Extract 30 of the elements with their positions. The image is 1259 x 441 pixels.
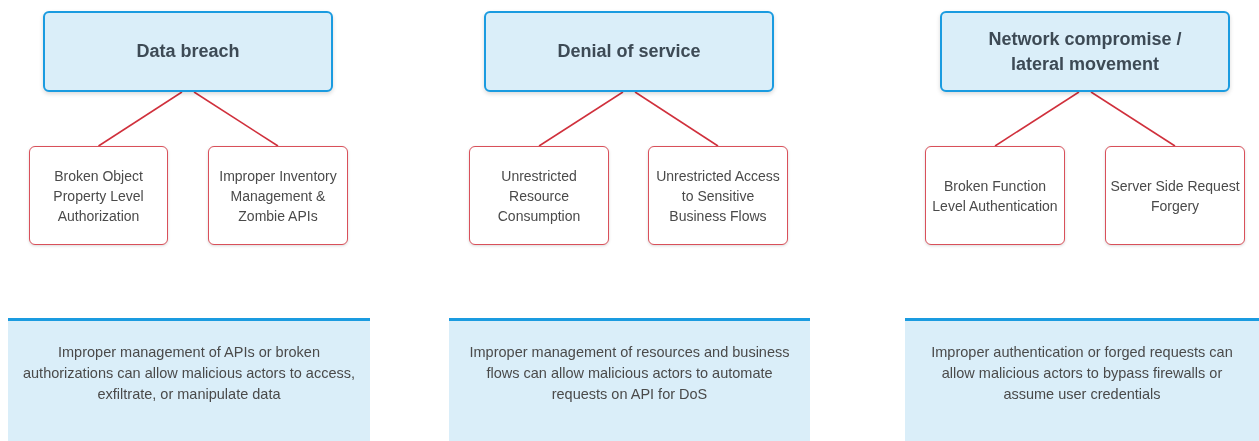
- box-text: Server Side Request Forgery: [1110, 176, 1240, 216]
- box-text: Unrestricted Resource Consumption: [496, 166, 582, 226]
- connector-line: [193, 91, 279, 147]
- category-box: [940, 11, 1230, 92]
- box-text: Improper authentication or forged requests can allow malicious actors to bypass firewalls or assume user credentials: [930, 342, 1234, 404]
- box-text: Improper management of APIs or broken authorizations can allow malicious actors to access, exfiltrate, or manipulate data: [21, 342, 356, 404]
- connector-line: [538, 91, 624, 147]
- connector-line: [97, 91, 183, 147]
- vulnerability-box: [1105, 146, 1245, 245]
- description-panel: [8, 318, 370, 441]
- box-text: Network compromise / lateral movement: [987, 27, 1183, 76]
- category-box: [43, 11, 333, 92]
- vulnerability-box: [925, 146, 1065, 245]
- vulnerability-box: [469, 146, 609, 245]
- description-panel: [449, 318, 810, 441]
- box-text: Unrestricted Access to Sensitive Business Flows: [655, 166, 781, 226]
- box-text: Improper Inventory Management & Zombie APIs: [218, 166, 338, 226]
- vulnerability-box: [29, 146, 168, 245]
- box-text: Broken Object Property Level Authorization: [52, 166, 145, 226]
- vulnerability-box: [648, 146, 788, 245]
- box-text: Improper management of resources and business flows can allow malicious actors to automate requests on API for DoS: [468, 342, 791, 404]
- connector-line: [634, 91, 719, 147]
- connector-line: [1090, 91, 1176, 147]
- box-text: Data breach: [136, 40, 240, 63]
- box-text: Broken Function Level Authentication: [931, 176, 1059, 216]
- description-panel: [905, 318, 1259, 441]
- vulnerability-box: [208, 146, 348, 245]
- category-box: [484, 11, 774, 92]
- connector-line: [994, 91, 1080, 147]
- box-text: Denial of service: [557, 40, 701, 63]
